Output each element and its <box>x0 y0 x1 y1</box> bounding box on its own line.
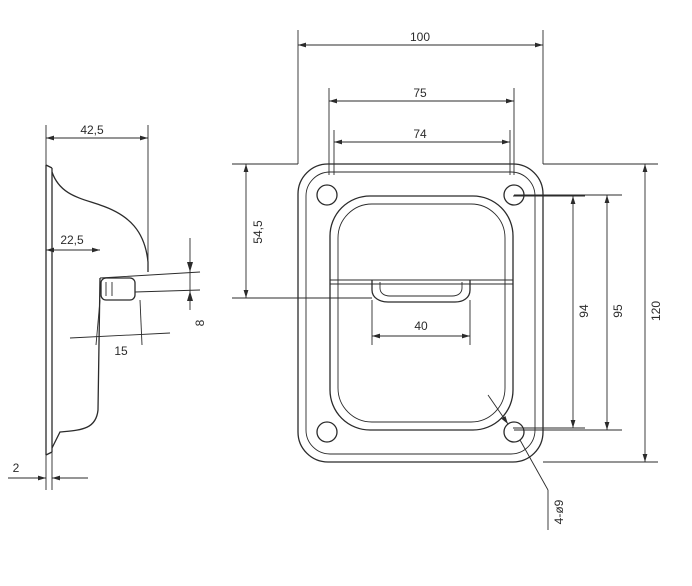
hole-bottom-left <box>316 421 338 443</box>
side-pin-inner <box>105 282 113 296</box>
dim-15-line <box>69 332 171 339</box>
dim-100-label: 100 <box>410 30 430 44</box>
front-bail-inner <box>379 282 463 297</box>
side-pin-edge-top <box>99 271 201 279</box>
dim-15-ext-left <box>95 299 101 346</box>
front-bail <box>371 280 471 303</box>
side-body-lower <box>51 277 101 449</box>
holes-leader-lower <box>519 439 549 491</box>
holes-label: 4-ø9 <box>552 499 566 524</box>
side-view: 42,5 22,5 15 8 2 <box>8 123 207 490</box>
side-body-upper <box>51 171 149 272</box>
dim-74-label: 74 <box>413 127 427 141</box>
side-pin-edge-bottom <box>134 289 201 293</box>
dim-40-label: 40 <box>414 319 428 333</box>
dim-42-5-label: 42,5 <box>80 123 104 137</box>
dim-8-arrow-top <box>187 262 193 272</box>
dim-15-label: 15 <box>114 344 128 358</box>
hole-top-left <box>316 184 338 206</box>
dim-95-label: 95 <box>611 304 625 318</box>
front-inner-plate <box>305 171 536 455</box>
dim-2-label: 2 <box>13 461 20 475</box>
front-view: 100 75 74 54,5 40 94 95 120 <box>232 30 663 530</box>
holes-leader-upper <box>487 394 509 425</box>
dim-22-5-label: 22,5 <box>60 233 84 247</box>
dim-8-arrow-bottom <box>187 291 193 301</box>
front-recess-inner <box>337 203 506 423</box>
hole-bottom-right <box>503 421 525 443</box>
side-flange <box>45 164 53 456</box>
front-recess-outer <box>329 195 514 431</box>
dim-2-ext <box>45 452 53 490</box>
dim-75-label: 75 <box>413 86 427 100</box>
dim-94-label: 94 <box>577 304 591 318</box>
dim-54-5-label: 54,5 <box>251 220 265 244</box>
front-slot-line <box>330 279 513 285</box>
side-pin <box>100 277 136 301</box>
dim-8-label: 8 <box>193 319 207 326</box>
dim-15-ext-right <box>139 299 143 346</box>
dim-120-label: 120 <box>649 301 663 321</box>
front-outer-plate <box>297 163 544 463</box>
